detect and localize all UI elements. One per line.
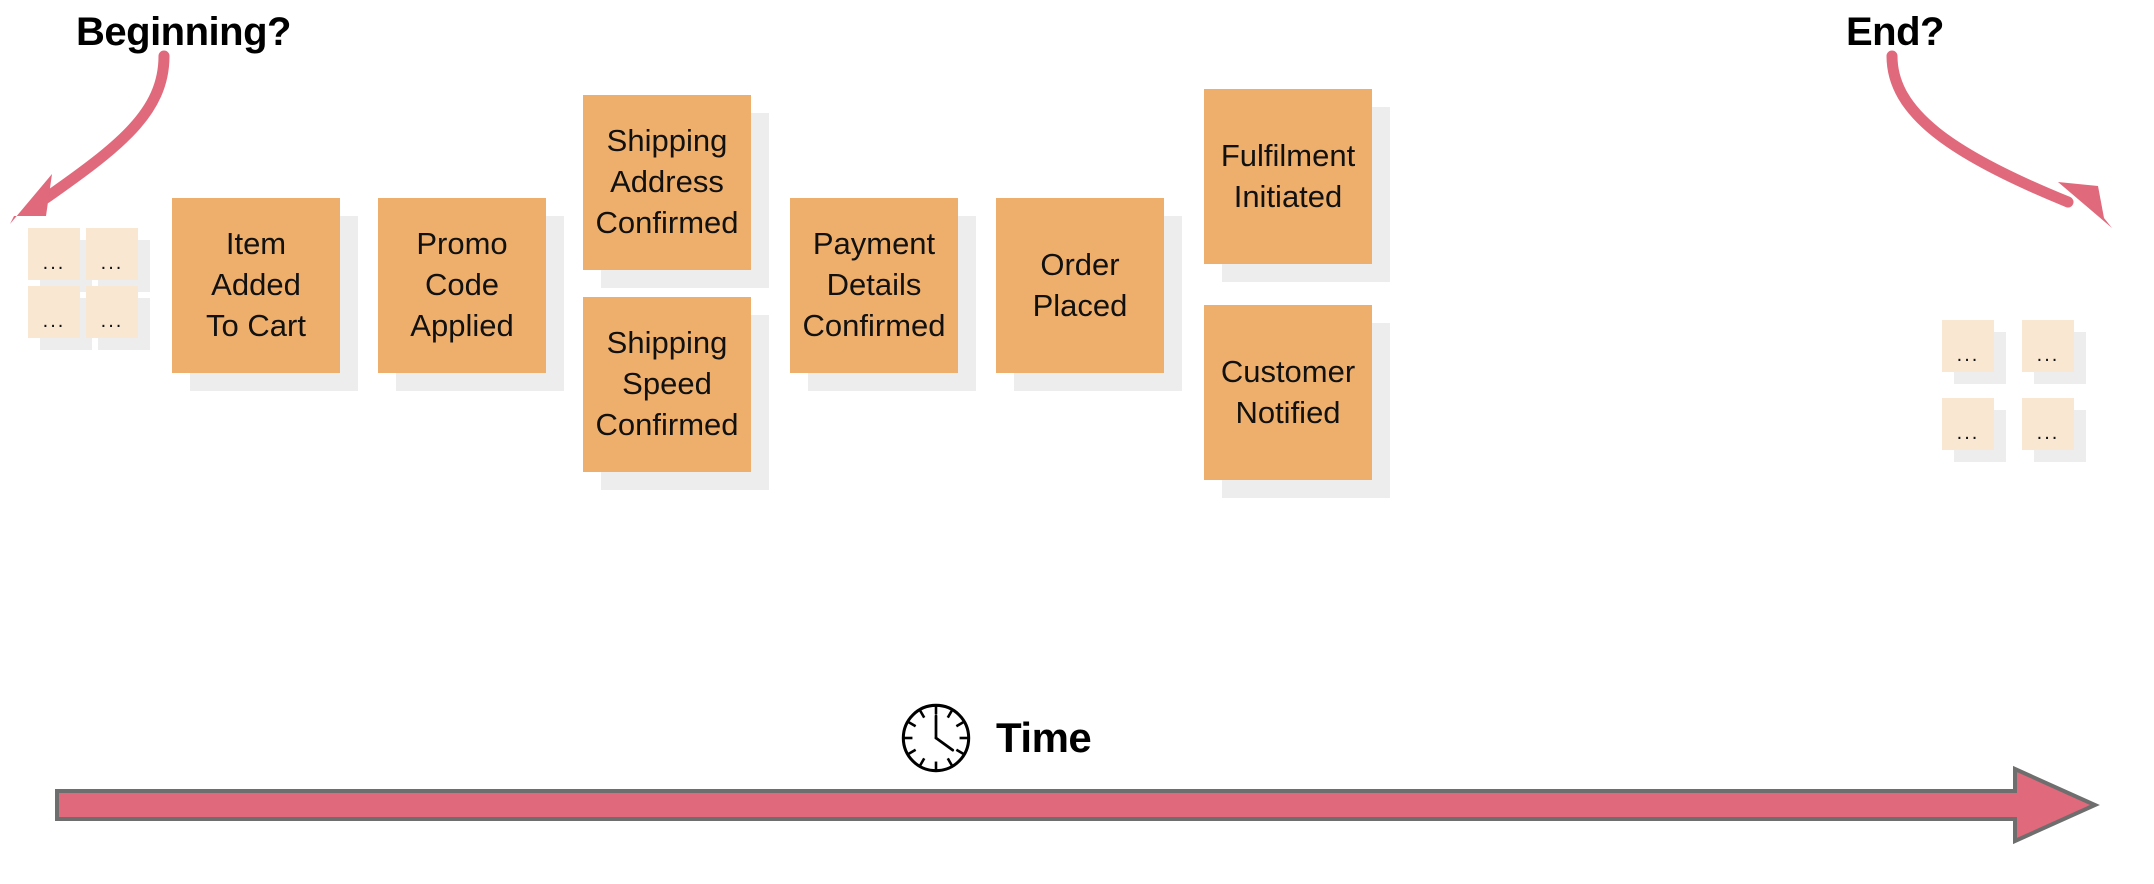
time-legend: Time xyxy=(898,700,1092,776)
beginning-label: Beginning? xyxy=(76,10,291,54)
event-card[interactable]: Shipping Speed Confirmed xyxy=(583,297,769,490)
ellipsis-dots: ... xyxy=(2036,422,2060,444)
clock-icon xyxy=(901,703,971,773)
ellipsis-card[interactable]: ... xyxy=(2022,320,2086,384)
card-label: Shipping Speed Confirmed xyxy=(595,325,739,442)
card-face: Payment Details Confirmed xyxy=(790,198,958,373)
ellipsis-card-face: ... xyxy=(86,286,138,338)
card-face: Shipping Address Confirmed xyxy=(583,95,751,270)
event-card[interactable]: Order Placed xyxy=(996,198,1182,391)
card-label: Item Added To Cart xyxy=(206,226,306,343)
time-axis-arrow xyxy=(55,765,2100,845)
ellipsis-dots: ... xyxy=(42,252,66,274)
ellipsis-dots: ... xyxy=(100,252,124,274)
card-face: Customer Notified xyxy=(1204,305,1372,480)
ellipsis-card[interactable]: ... xyxy=(28,228,92,292)
card-face: Fulfilment Initiated xyxy=(1204,89,1372,264)
card-face: Order Placed xyxy=(996,198,1164,373)
ellipsis-dots: ... xyxy=(1956,344,1980,366)
ellipsis-dots: ... xyxy=(1956,422,1980,444)
end-label: End? xyxy=(1846,10,1944,54)
ellipsis-dots: ... xyxy=(2036,344,2060,366)
card-label: Fulfilment Initiated xyxy=(1220,137,1356,214)
event-card[interactable]: Promo Code Applied xyxy=(378,198,564,391)
ellipsis-card[interactable]: ... xyxy=(1942,398,2006,462)
ellipsis-card[interactable]: ... xyxy=(86,286,150,350)
card-face: Shipping Speed Confirmed xyxy=(583,297,751,472)
ellipsis-card[interactable]: ... xyxy=(2022,398,2086,462)
ellipsis-card-face: ... xyxy=(2022,398,2074,450)
ellipsis-card-face: ... xyxy=(28,286,80,338)
card-label: Promo Code Applied xyxy=(410,226,514,343)
ellipsis-dots: ... xyxy=(100,310,124,332)
ellipsis-card[interactable]: ... xyxy=(1942,320,2006,384)
card-label: Payment Details Confirmed xyxy=(802,226,946,343)
event-card[interactable]: Customer Notified xyxy=(1204,305,1390,498)
ellipsis-card-face: ... xyxy=(86,228,138,280)
card-label: Customer Notified xyxy=(1220,353,1356,430)
ellipsis-card-face: ... xyxy=(1942,320,1994,372)
ellipsis-card-face: ... xyxy=(28,228,80,280)
event-card[interactable]: Item Added To Cart xyxy=(172,198,358,391)
ellipsis-card[interactable]: ... xyxy=(86,228,150,292)
ellipsis-card[interactable]: ... xyxy=(28,286,92,350)
card-label: Order Placed xyxy=(1032,246,1128,323)
card-face: Item Added To Cart xyxy=(172,198,340,373)
event-card[interactable]: Shipping Address Confirmed xyxy=(583,95,769,288)
ellipsis-card-face: ... xyxy=(2022,320,2074,372)
event-card[interactable]: Fulfilment Initiated xyxy=(1204,89,1390,282)
curved-arrow-down-right-icon xyxy=(1886,50,2112,228)
event-card[interactable]: Payment Details Confirmed xyxy=(790,198,976,391)
ellipsis-card-face: ... xyxy=(1942,398,1994,450)
ellipsis-dots: ... xyxy=(42,310,66,332)
time-label: Time xyxy=(996,714,1092,761)
card-face: Promo Code Applied xyxy=(378,198,546,373)
card-label: Shipping Address Confirmed xyxy=(595,123,739,240)
